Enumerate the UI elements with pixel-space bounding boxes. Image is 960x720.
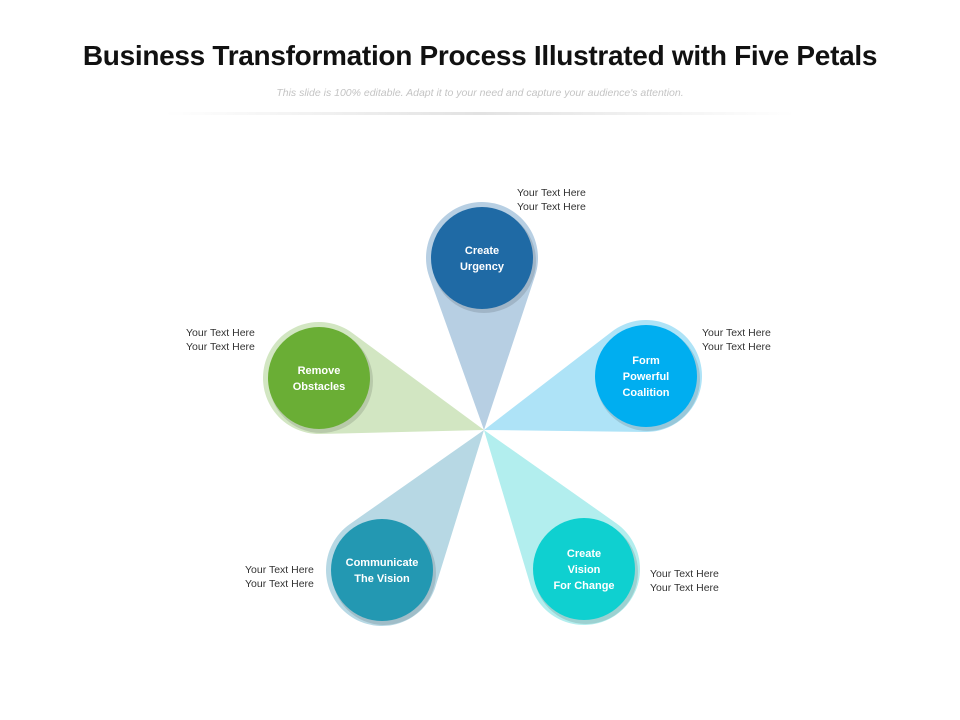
step-circle-create-urgency (431, 207, 533, 309)
note-line: Your Text Here (517, 187, 586, 199)
petal-label-create-urgency: Create Urgency (459, 245, 505, 273)
note-line: Your Text Here (186, 340, 255, 353)
note-line: Your Text Here (517, 200, 586, 213)
note-communicate-vision: Your Text Here Your Text Here (245, 564, 314, 591)
note-remove-obstacles: Your Text Here Your Text Here (186, 327, 255, 354)
title-divider (165, 112, 795, 115)
step-circle-form-powerful-coalition (595, 325, 697, 427)
page-subtitle: This slide is 100% editable. Adapt it to… (276, 87, 684, 99)
note-form-powerful-coalition: Your Text Here Your Text Here (702, 327, 771, 354)
note-line: Your Text Here (245, 577, 314, 590)
petal-label-form-powerful-coalition: Form Powerful Coalition (622, 355, 670, 399)
petal-label-create-vision: Create Vision For Change (553, 548, 615, 592)
note-line: Your Text Here (186, 327, 255, 339)
step-circle-create-vision (533, 518, 635, 620)
step-circle-remove-obstacles (268, 327, 370, 429)
step-circle-communicate-vision (331, 519, 433, 621)
note-create-urgency: Your Text Here Your Text Here (517, 187, 586, 214)
note-line: Your Text Here (245, 564, 314, 576)
note-line: Your Text Here (650, 568, 719, 580)
note-line: Your Text Here (702, 327, 771, 339)
note-line: Your Text Here (650, 581, 719, 594)
note-line: Your Text Here (702, 340, 771, 353)
petal-layer (263, 201, 702, 626)
petal-label-remove-obstacles: Remove Obstacles (292, 365, 346, 393)
note-create-vision: Your Text Here Your Text Here (650, 568, 719, 595)
page-title: Business Transformation Process Illustra… (82, 40, 878, 71)
petal-label-communicate-vision: Communicate The Vision (345, 557, 419, 585)
